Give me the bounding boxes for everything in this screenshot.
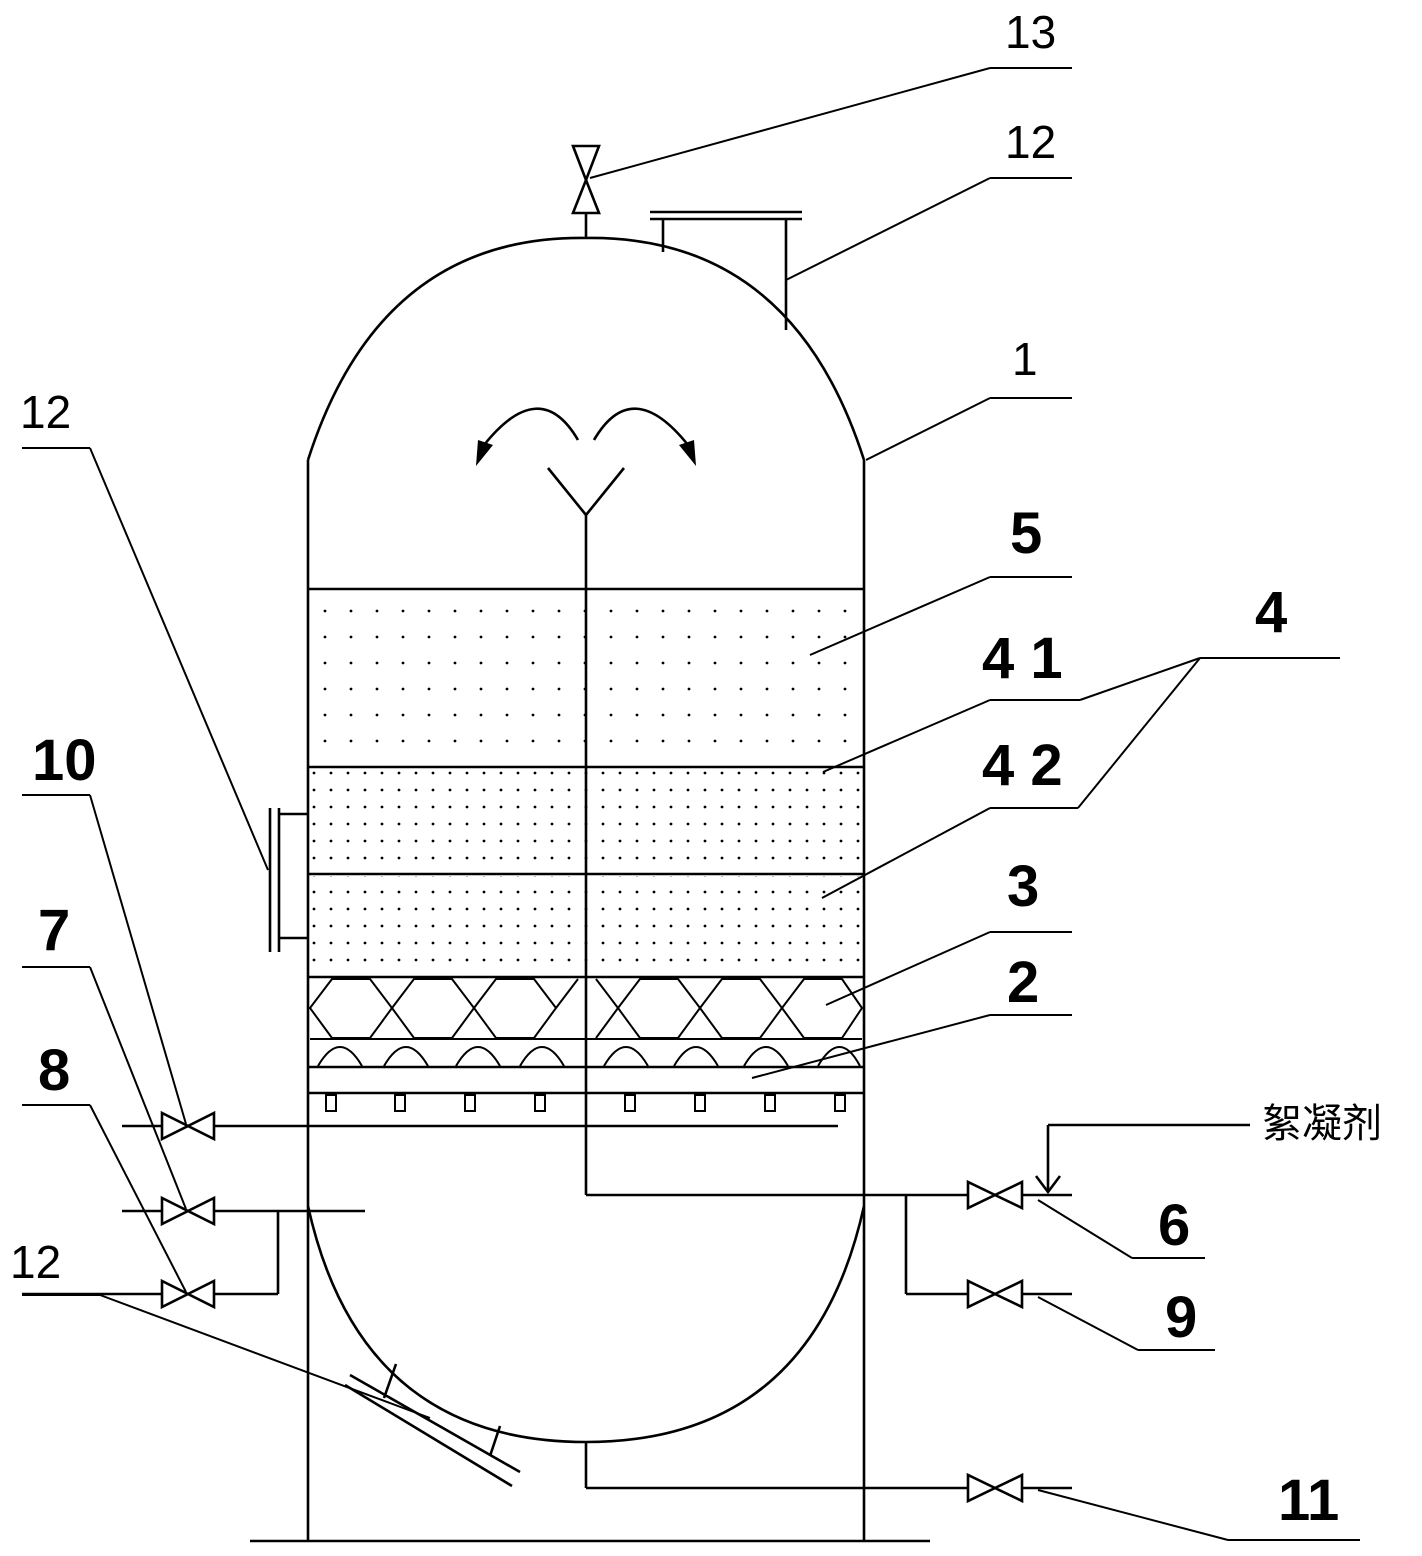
bottom-manhole bbox=[344, 1363, 521, 1488]
layer-boundaries bbox=[308, 587, 864, 1095]
filter-layer-42 bbox=[310, 876, 862, 975]
label-6: 6 bbox=[1158, 1193, 1190, 1258]
label-9: 9 bbox=[1165, 1285, 1197, 1350]
label-11: 11 bbox=[1278, 1468, 1339, 1533]
side-manhole bbox=[268, 808, 308, 952]
label-8: 8 bbox=[38, 1038, 70, 1103]
label-12-left: 12 bbox=[20, 386, 71, 438]
filter-layer-5 bbox=[310, 591, 862, 765]
label-12-bottom: 12 bbox=[10, 1236, 61, 1288]
leader-lines bbox=[22, 67, 1360, 1541]
label-5: 5 bbox=[1010, 501, 1042, 566]
label-flocculant: 絮凝剂 bbox=[1262, 1101, 1382, 1147]
label-2: 2 bbox=[1007, 950, 1039, 1015]
label-41: 4 1 bbox=[982, 626, 1063, 691]
label-4: 4 bbox=[1255, 580, 1287, 645]
filter-layer-41 bbox=[310, 769, 862, 872]
label-10: 10 bbox=[32, 728, 97, 793]
drain-piping bbox=[584, 1442, 1072, 1504]
label-42: 4 2 bbox=[982, 733, 1063, 798]
label-13: 13 bbox=[1005, 6, 1056, 58]
top-manhole bbox=[650, 210, 802, 330]
filter-plate-2 bbox=[325, 1094, 846, 1112]
label-1: 1 bbox=[1012, 333, 1038, 385]
label-7: 7 bbox=[38, 898, 70, 963]
left-piping bbox=[22, 1110, 838, 1310]
label-12-top: 12 bbox=[1005, 116, 1056, 168]
vent-valve bbox=[571, 144, 601, 238]
right-piping bbox=[586, 1123, 1250, 1310]
label-3: 3 bbox=[1007, 854, 1039, 919]
